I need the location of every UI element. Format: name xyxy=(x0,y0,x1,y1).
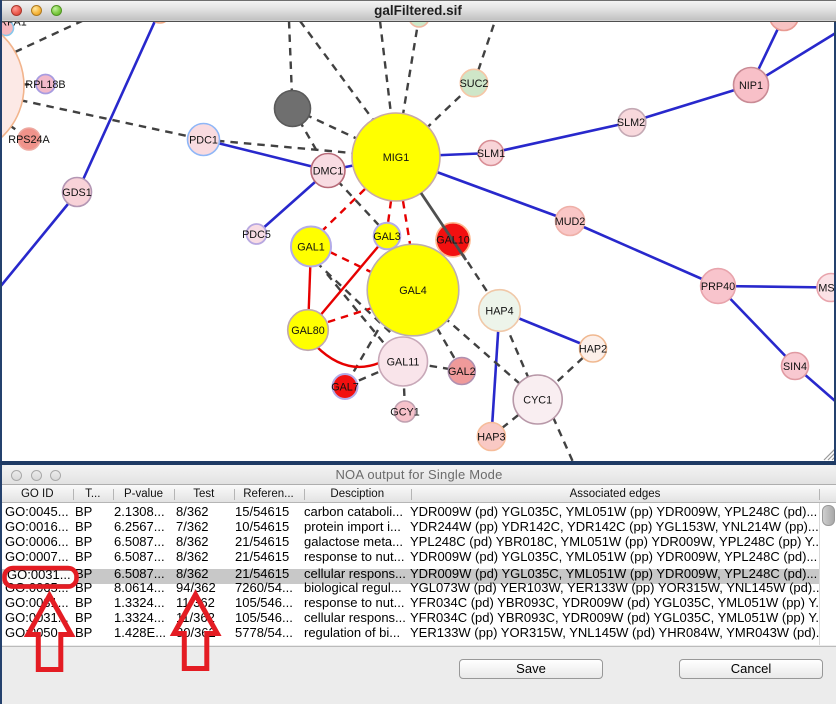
svg-text:MIG1: MIG1 xyxy=(383,152,409,164)
svg-text:GCY1: GCY1 xyxy=(390,407,419,419)
svg-text:NIP1: NIP1 xyxy=(739,80,763,92)
svg-text:GAL11: GAL11 xyxy=(387,357,420,369)
svg-text:GAL7: GAL7 xyxy=(331,382,359,394)
svg-text:SLM2: SLM2 xyxy=(617,117,645,129)
svg-text:GAL3: GAL3 xyxy=(373,231,401,243)
svg-text:MUD2: MUD2 xyxy=(555,216,586,228)
svg-text:GAL2: GAL2 xyxy=(448,366,476,378)
svg-text:SUC2: SUC2 xyxy=(460,78,489,90)
svg-text:GAL80: GAL80 xyxy=(291,325,325,337)
svg-text:GAL10: GAL10 xyxy=(436,235,470,247)
svg-text:GAL4: GAL4 xyxy=(399,285,427,297)
svg-text:DMC1: DMC1 xyxy=(313,166,344,178)
svg-text:HAP4: HAP4 xyxy=(485,306,513,318)
svg-text:PDC1: PDC1 xyxy=(189,135,218,147)
svg-text:RPA1: RPA1 xyxy=(2,22,27,29)
svg-text:RPS24A: RPS24A xyxy=(8,134,50,146)
svg-text:SIN4: SIN4 xyxy=(783,361,807,373)
svg-text:PRP40: PRP40 xyxy=(701,281,735,293)
svg-text:MSI1: MSI1 xyxy=(818,283,834,295)
svg-text:GAL1: GAL1 xyxy=(297,242,325,254)
svg-text:HAP2: HAP2 xyxy=(579,344,607,356)
svg-text:RPL18B: RPL18B xyxy=(25,79,65,91)
svg-text:SLM1: SLM1 xyxy=(477,148,505,160)
svg-text:PDC5: PDC5 xyxy=(242,229,271,241)
svg-text:CYC1: CYC1 xyxy=(523,395,552,407)
svg-text:HAP3: HAP3 xyxy=(477,432,505,444)
svg-text:GDS1: GDS1 xyxy=(62,187,91,199)
